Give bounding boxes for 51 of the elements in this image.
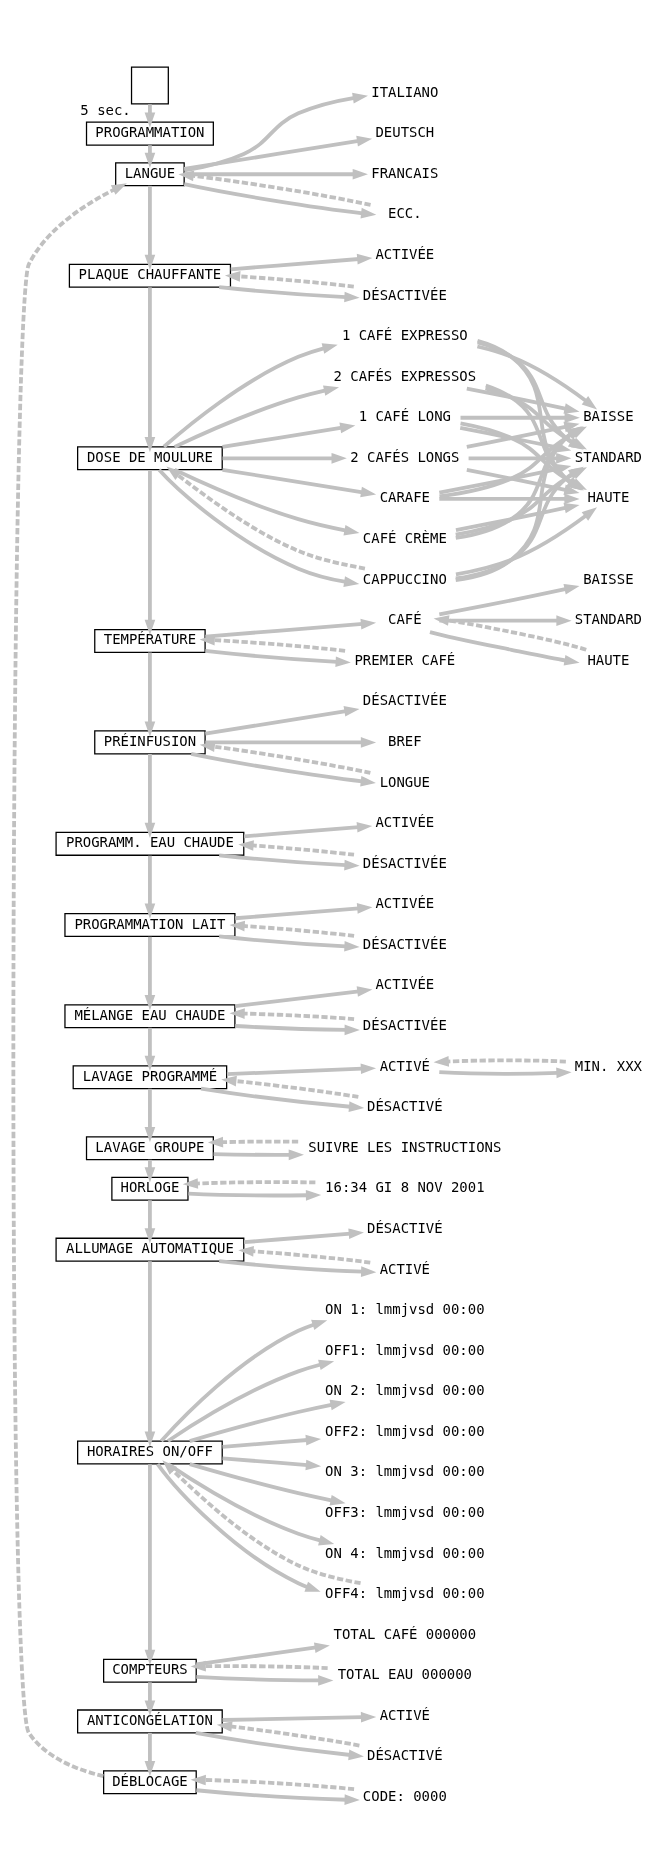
node-text: CAPPUCCINO (362, 570, 447, 587)
node-text: ON 1: lmmjvsd 00:00 (325, 1301, 485, 1318)
node-text: DÉSACTIVÉE (362, 692, 447, 709)
node-text: 1 CAFÉ EXPRESSO (341, 327, 468, 344)
node-text: CAFÉ CRÈME (362, 530, 447, 547)
node-text: CARAFE (379, 489, 431, 506)
node-text: MIN. XXX (574, 1057, 642, 1074)
node-text: LONGUE (379, 773, 431, 790)
node-text: HAUTE (587, 489, 630, 506)
node-text: 2 CAFÉS LONGS (350, 448, 460, 465)
node-text: ACTIVÉE (375, 895, 435, 912)
node-text: ON 2: lmmjvsd 00:00 (325, 1382, 485, 1399)
node-text: ACTIVÉE (375, 814, 435, 831)
node-text: HAUTE (587, 651, 630, 668)
node-text: ACTIVÉE (375, 245, 435, 262)
node-text: BAISSE (583, 408, 634, 425)
node-text: CAFÉ (388, 611, 422, 628)
node-text: ITALIANO (371, 83, 439, 100)
node-text: BREF (388, 732, 422, 749)
node-text: DÉSACTIVÉ (367, 1098, 443, 1115)
node-text: DÉSACTIVÉ (367, 1747, 443, 1764)
node-text: DEUTSCH (375, 124, 435, 141)
node-text: ACTIVÉE (375, 976, 435, 993)
node-text: OFF4: lmmjvsd 00:00 (325, 1585, 485, 1602)
node-text: OFF1: lmmjvsd 00:00 (325, 1341, 485, 1358)
node-text: 2 CAFÉS EXPRESSOS (333, 367, 477, 384)
node-text: TOTAL CAFÉ 000000 (333, 1625, 477, 1642)
node-text: 16:34 GI 8 NOV 2001 (325, 1179, 485, 1196)
node-text: ACTIVÉ (379, 1706, 431, 1723)
node-text: FRANCAIS (371, 164, 439, 181)
node-text: BAISSE (583, 570, 634, 587)
node-text: STANDARD (574, 448, 642, 465)
node-text: ON 4: lmmjvsd 00:00 (325, 1544, 485, 1561)
node-text: SUIVRE LES INSTRUCTIONS (308, 1138, 502, 1155)
node-text: TOTAL EAU 000000 (337, 1666, 472, 1683)
node-text: ACTIVÉ (379, 1260, 431, 1277)
node-text: ACTIVÉ (379, 1057, 431, 1074)
node-text: CODE: 0000 (362, 1788, 447, 1805)
node-text: OFF3: lmmjvsd 00:00 (325, 1503, 485, 1520)
node-text: DÉSACTIVÉE (362, 1017, 447, 1034)
node-text: PREMIER CAFÉ (354, 651, 456, 668)
node-text: ECC. (388, 205, 422, 222)
node-text: DÉSACTIVÉE (362, 854, 447, 871)
node-text: DÉSACTIVÉE (362, 935, 447, 952)
node-text: ON 3: lmmjvsd 00:00 (325, 1463, 485, 1480)
node-text: OFF2: lmmjvsd 00:00 (325, 1422, 485, 1439)
node-text: 1 CAFÉ LONG (358, 408, 451, 425)
node-text: DÉSACTIVÉ (367, 1219, 443, 1236)
node-text: STANDARD (574, 611, 642, 628)
node-label: 5 sec. (80, 102, 131, 119)
node-text: DÉSACTIVÉE (362, 286, 447, 303)
